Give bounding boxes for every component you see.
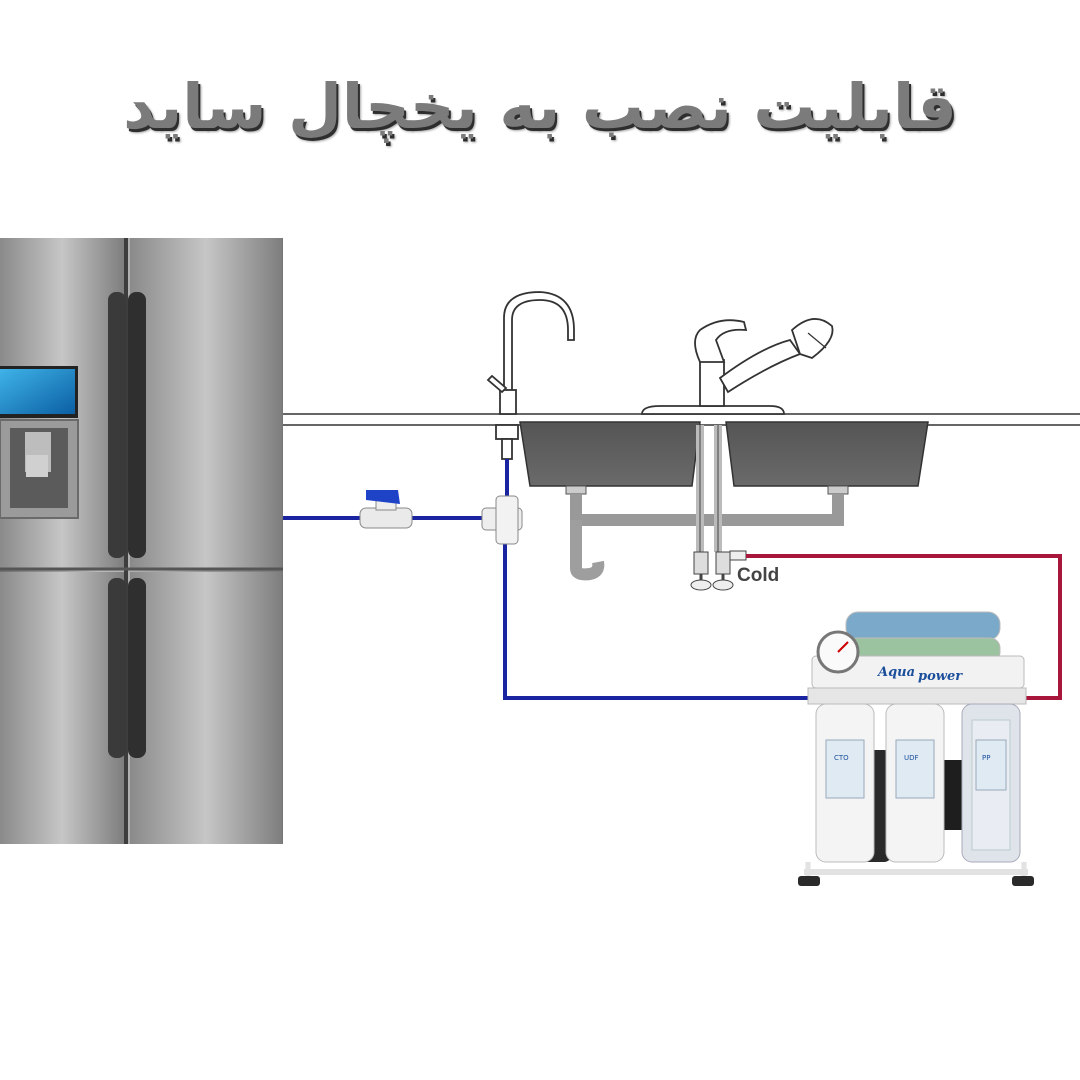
filter-housing-2: UDF bbox=[885, 703, 945, 863]
page-title: قابلیت نصب به یخچال ساید bbox=[123, 70, 957, 143]
brand-label: Aqua bbox=[876, 665, 915, 680]
angle-valve-hot bbox=[690, 551, 712, 591]
side-by-side-refrigerator bbox=[0, 238, 283, 844]
brand-sub-label: power bbox=[918, 669, 963, 684]
ro-water-purifier: Aqua power CTO UDF PP bbox=[798, 611, 1034, 886]
filter-housing-3-clear: PP bbox=[961, 703, 1021, 863]
fridge-shutoff-valve[interactable] bbox=[359, 490, 413, 529]
tee-fitting bbox=[481, 495, 523, 545]
cold-label: Cold bbox=[737, 565, 779, 586]
fridge-display bbox=[0, 369, 75, 414]
cartridge-label-1: CTO bbox=[834, 754, 849, 762]
filter-housing-1: CTO bbox=[815, 703, 875, 863]
water-lines bbox=[283, 459, 1062, 700]
kitchen-faucet bbox=[641, 318, 834, 415]
cartridge-label-3: PP bbox=[982, 754, 990, 762]
cartridge-label-2: UDF bbox=[904, 754, 919, 762]
double-sink: Cold bbox=[519, 421, 929, 591]
ro-drinking-tap bbox=[486, 291, 575, 460]
